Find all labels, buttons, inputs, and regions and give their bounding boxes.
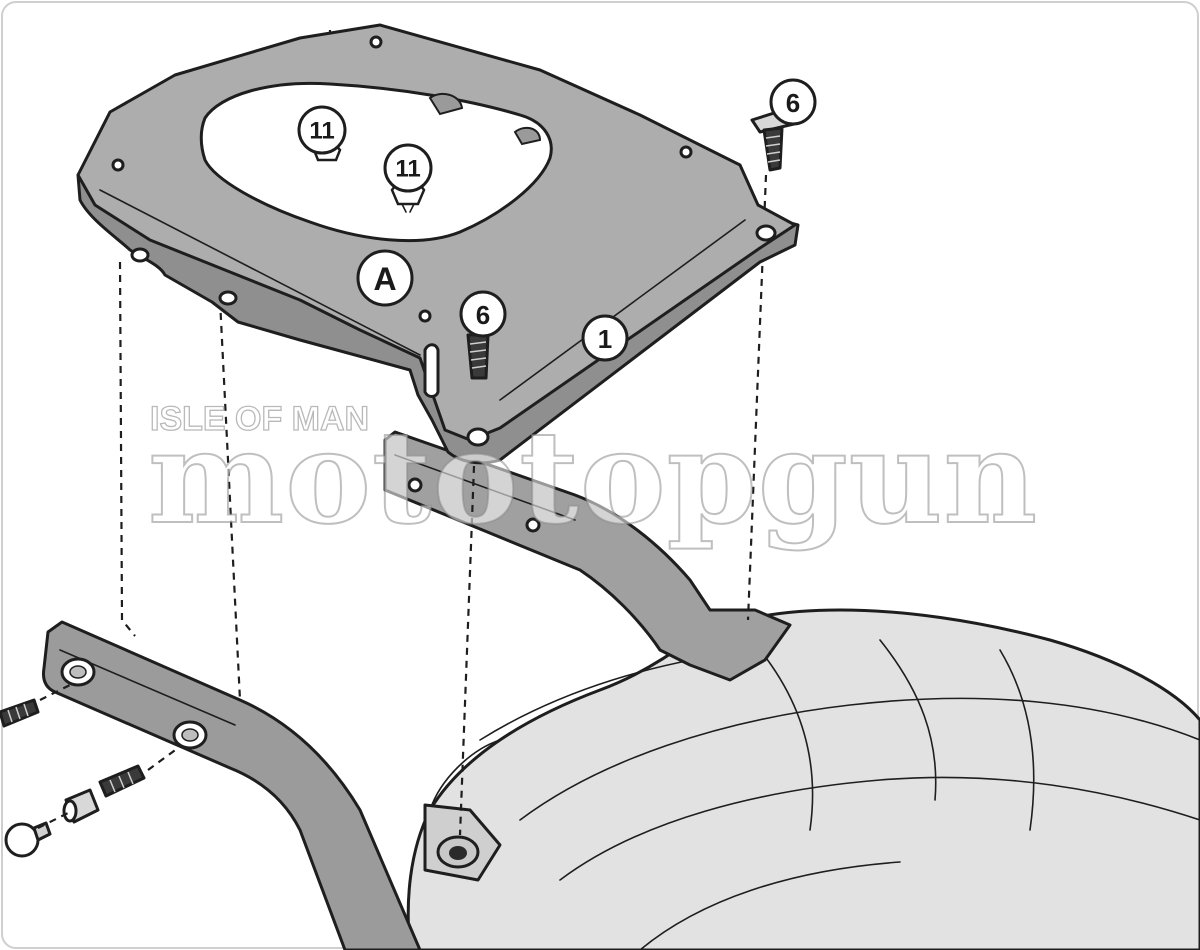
callout-11-lower: 11 <box>383 143 433 193</box>
left-bolt-lower <box>98 764 146 798</box>
spacer-nut <box>62 788 100 824</box>
callout-6-center-label: 6 <box>476 300 490 330</box>
watermark-small-text: ISLE OF MAN <box>150 400 369 438</box>
callout-6-center: 6 <box>459 290 507 338</box>
dome-cap-nut <box>4 821 52 858</box>
callout-11-lower-label: 11 <box>395 156 420 183</box>
seat-mounting-boss-left <box>423 803 502 882</box>
callout-6-top-right: 6 <box>769 78 817 126</box>
callout-6-top-right-label: 6 <box>786 88 800 118</box>
callout-a-label: A <box>373 261 396 297</box>
left-side-bracket <box>42 620 422 950</box>
left-bolt-upper <box>0 698 40 728</box>
watermark: ISLE OF MAN mototopgun <box>147 399 1038 554</box>
callout-1: 1 <box>581 314 629 362</box>
callout-11-upper: 11 <box>297 105 347 155</box>
callout-11-upper-label: 11 <box>309 118 334 145</box>
callout-1-label: 1 <box>598 324 612 354</box>
watermark-large-text: mototopgun <box>148 403 1038 553</box>
right-side-bracket <box>383 430 792 682</box>
screw-center <box>466 333 490 380</box>
callout-a: A <box>356 249 414 307</box>
